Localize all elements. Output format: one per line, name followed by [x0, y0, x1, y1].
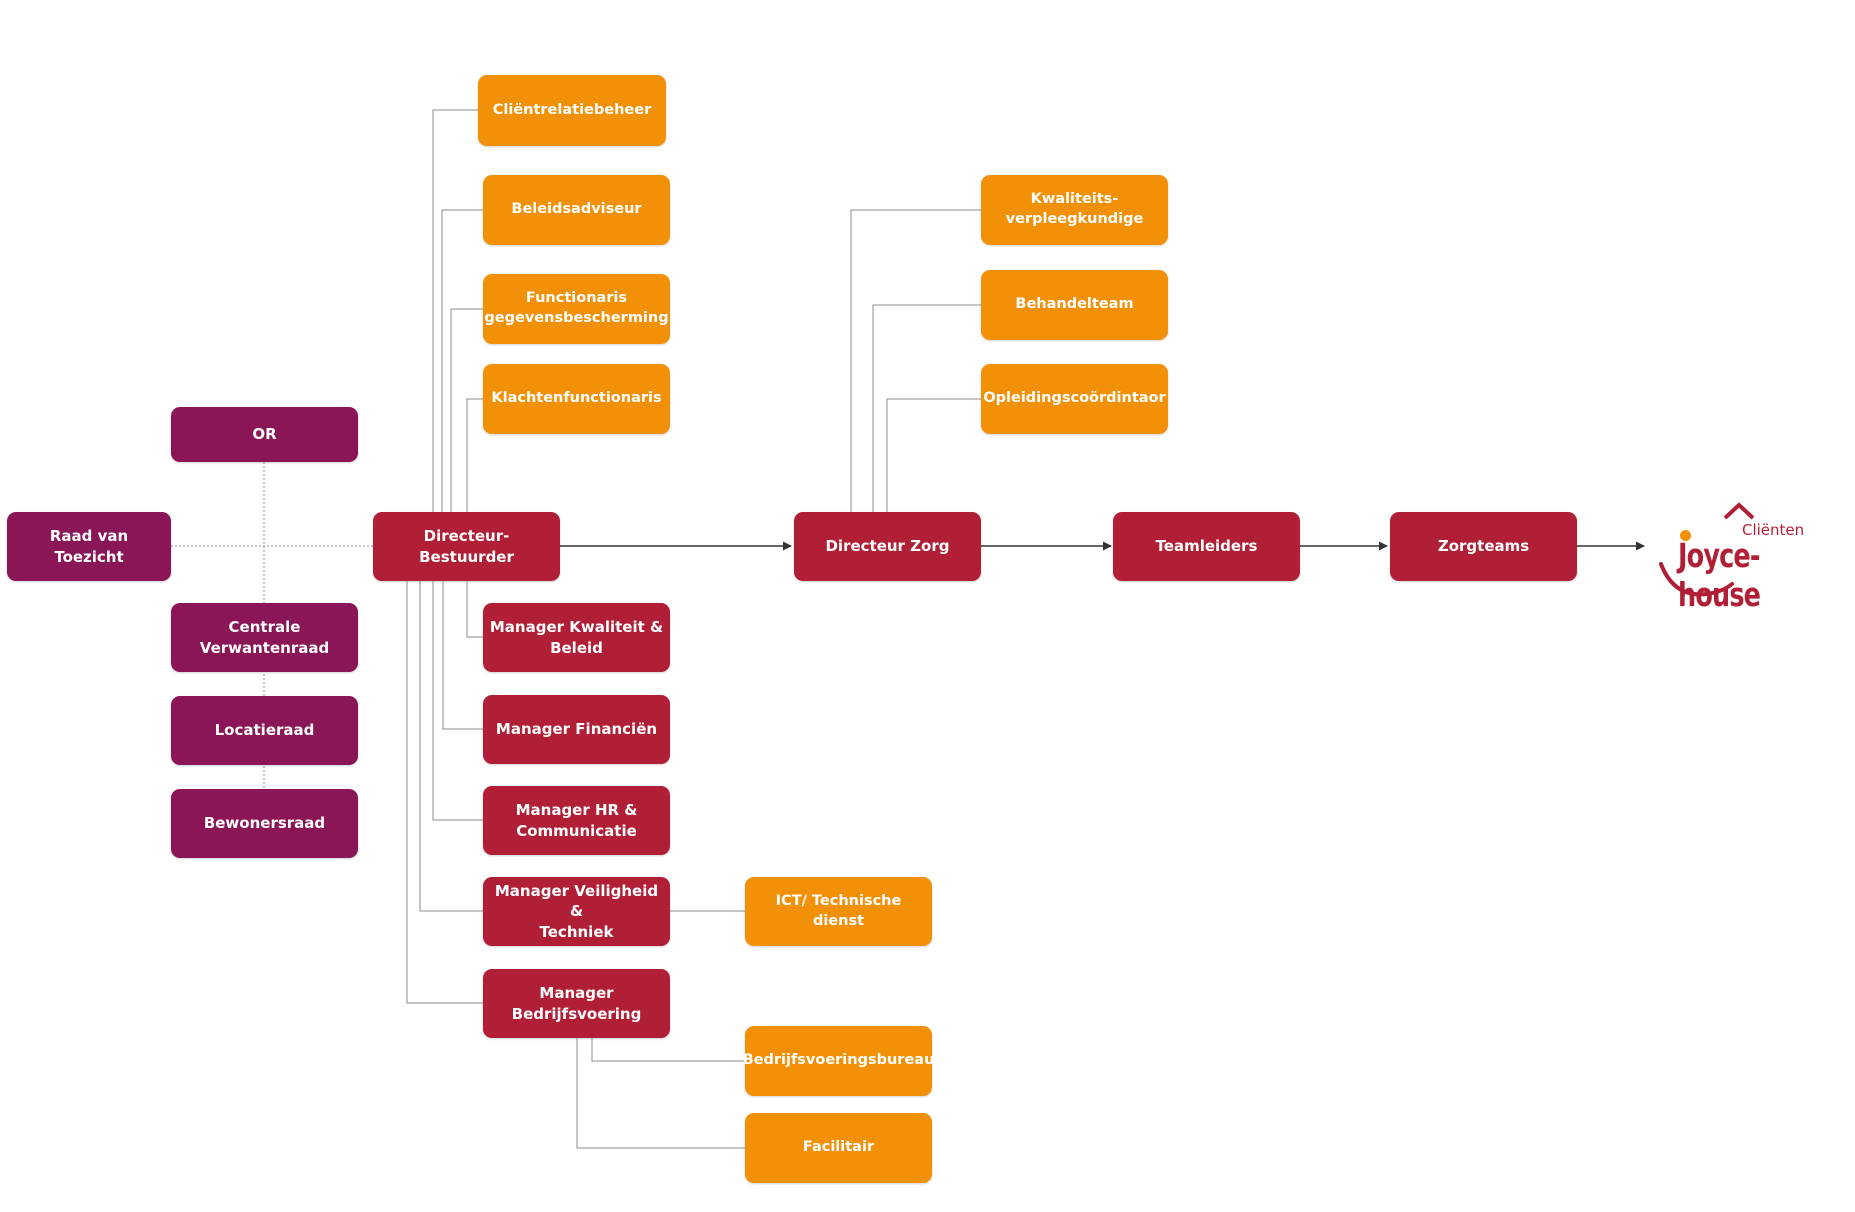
node-directeur-bestuurder: Directeur- Bestuurder	[373, 512, 560, 581]
logo-dot	[1680, 530, 1691, 541]
staff-connector-lines	[432, 109, 483, 512]
node-kwaliteitsverpleegkundige: Kwaliteits- verpleegkundige	[981, 175, 1168, 245]
node-locatieraad: Locatieraad	[171, 696, 358, 765]
node-ict-technische-dienst: ICT/ Technische dienst	[745, 877, 932, 946]
node-bedrijfsvoeringsbureau: Bedrijfsvoeringsbureau	[743, 1026, 934, 1096]
zorg-staff-connector-lines	[850, 209, 981, 512]
node-manager-kwaliteit-beleid: Manager Kwaliteit & Beleid	[483, 603, 670, 672]
node-facilitair: Facilitair	[745, 1113, 932, 1183]
node-manager-hr-communicatie: Manager HR & Communicatie	[483, 786, 670, 855]
smile-arc-icon	[1659, 562, 1734, 597]
node-manager-bedrijfsvoering: Manager Bedrijfsvoering	[483, 969, 670, 1038]
manager-connector-lines	[406, 581, 483, 1004]
node-functionaris-gegevensbescherming: Functionaris gegevensbescherming	[483, 274, 670, 344]
logo-name: Joyce-house	[1678, 536, 1761, 614]
joyce-house-logo	[1659, 502, 1755, 597]
department-connector-lines	[576, 910, 745, 1149]
node-clientrelatiebeheer: Cliëntrelatiebeheer	[478, 75, 666, 146]
node-or: OR	[171, 407, 358, 462]
node-manager-financien: Manager Financiën	[483, 695, 670, 764]
node-bewonersraad: Bewonersraad	[171, 789, 358, 858]
node-manager-veiligheid-techniek: Manager Veiligheid & Techniek	[483, 877, 670, 946]
node-behandelteam: Behandelteam	[981, 270, 1168, 340]
node-klachtenfunctionaris: Klachtenfunctionaris	[483, 364, 670, 434]
node-beleidsadviseur: Beleidsadviseur	[483, 175, 670, 245]
node-teamleiders: Teamleiders	[1113, 512, 1300, 581]
node-directeur-zorg: Directeur Zorg	[794, 512, 981, 581]
logo-subtitle: Cliënten	[1742, 521, 1805, 539]
roof-chevron-icon	[1723, 502, 1755, 520]
node-opleidingscoordinator: Opleidingscoördintaor	[981, 364, 1168, 434]
node-centrale-verwantenraad: Centrale Verwantenraad	[171, 603, 358, 672]
node-zorgteams: Zorgteams	[1390, 512, 1577, 581]
node-raad-van-toezicht: Raad van Toezicht	[7, 512, 171, 581]
